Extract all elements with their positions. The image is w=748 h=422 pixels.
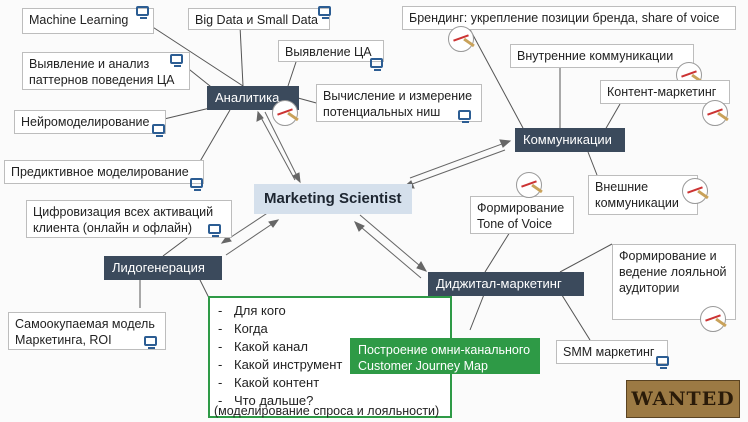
node-digitize: Цифровизация всех активаций клиента (онл…	[26, 200, 232, 238]
cjm-question-list: Для кого Когда Какой канал Какой инструм…	[218, 302, 342, 410]
line-cjm-digital	[469, 291, 486, 331]
computer-icon	[170, 54, 183, 67]
hub-digital: Диджитал-маркетинг	[428, 272, 584, 296]
node-label: Формирование Tone of Voice	[477, 201, 565, 231]
node-machine-learning: Machine Learning	[22, 8, 154, 34]
list-item: Когда	[218, 320, 342, 338]
computer-icon	[144, 336, 157, 349]
computer-icon	[318, 6, 331, 19]
computer-icon	[152, 124, 165, 137]
node-niches: Вычисление и измерение потенциальных ниш	[316, 84, 482, 122]
node-external: Внешние коммуникации	[588, 175, 698, 215]
computer-icon	[370, 58, 383, 71]
hub-leadgen: Лидогенерация	[104, 256, 222, 280]
node-label: Предиктивное моделирование	[11, 165, 189, 179]
cjm-footer: (моделирование спроса и лояльности)	[214, 404, 440, 418]
node-label: Вычисление и измерение потенциальных ниш	[323, 89, 473, 119]
node-label: SMM маркетинг	[563, 345, 655, 359]
line-loyalty	[559, 243, 613, 273]
node-label: Формирование и ведение лояльной аудитори…	[619, 249, 727, 295]
cjm-box: Для кого Когда Какой канал Какой инструм…	[208, 296, 452, 418]
line-content	[604, 103, 621, 131]
node-payback: Самоокупаемая модель Маркетинга, ROI	[8, 312, 166, 350]
node-label: Выявление ЦА	[285, 45, 372, 59]
computer-icon	[656, 356, 669, 369]
line-external	[587, 151, 598, 176]
node-predictive: Предиктивное моделирование	[4, 160, 204, 184]
line-bigdata	[239, 25, 244, 87]
cjm-label: Построение омни-канального Customer Jour…	[350, 338, 540, 374]
node-label: Внутренние коммуникации	[517, 49, 674, 63]
node-label: Внешние коммуникации	[595, 180, 679, 210]
line-neuro	[159, 107, 211, 121]
computer-icon	[208, 224, 221, 237]
list-item: Какой контент	[218, 374, 342, 392]
computer-icon	[136, 6, 149, 19]
node-branding: Брендинг: укрепление позиции бренда, sha…	[402, 6, 736, 30]
sketch-icon	[448, 26, 474, 52]
node-neuromodeling: Нейромоделирование	[14, 110, 166, 134]
sketch-icon	[272, 100, 298, 126]
node-label: Контент-маркетинг	[607, 85, 717, 99]
node-content-marketing: Контент-маркетинг	[600, 80, 730, 104]
line-ml	[144, 21, 244, 87]
node-label: Брендинг: укрепление позиции бренда, sha…	[409, 11, 720, 25]
node-label: Выявление и анализ паттернов поведения Ц…	[29, 57, 175, 87]
center-node: Marketing Scientist	[254, 184, 412, 214]
node-label: Нейромоделирование	[21, 115, 150, 129]
node-patterns: Выявление и анализ паттернов поведения Ц…	[22, 52, 190, 90]
line-smm	[559, 291, 591, 341]
node-smm: SMM маркетинг	[556, 340, 668, 364]
computer-icon	[458, 110, 471, 123]
sketch-icon	[700, 306, 726, 332]
list-item: Какой инструмент	[218, 356, 342, 374]
line-branding	[465, 21, 524, 129]
node-tone-of-voice: Формирование Tone of Voice	[470, 196, 574, 234]
node-label: Big Data и Small Data	[195, 13, 319, 27]
list-item: Для кого	[218, 302, 342, 320]
hub-communications: Коммуникации	[515, 128, 625, 152]
sketch-icon	[682, 178, 708, 204]
node-label: Самоокупаемая модель Маркетинга, ROI	[15, 317, 155, 347]
node-label: Machine Learning	[29, 13, 129, 27]
node-target-audience: Выявление ЦА	[278, 40, 384, 62]
sketch-icon	[516, 172, 542, 198]
line-tov	[484, 231, 511, 273]
node-big-data: Big Data и Small Data	[188, 8, 330, 30]
list-item: Какой канал	[218, 338, 342, 356]
node-label: Цифровизация всех активаций клиента (онл…	[33, 205, 214, 235]
wanted-stamp-logo: WANTED	[626, 380, 740, 418]
list-item: Что дальше?	[218, 392, 342, 410]
sketch-icon	[702, 100, 728, 126]
computer-icon	[190, 178, 203, 191]
node-internal: Внутренние коммуникации	[510, 44, 694, 68]
